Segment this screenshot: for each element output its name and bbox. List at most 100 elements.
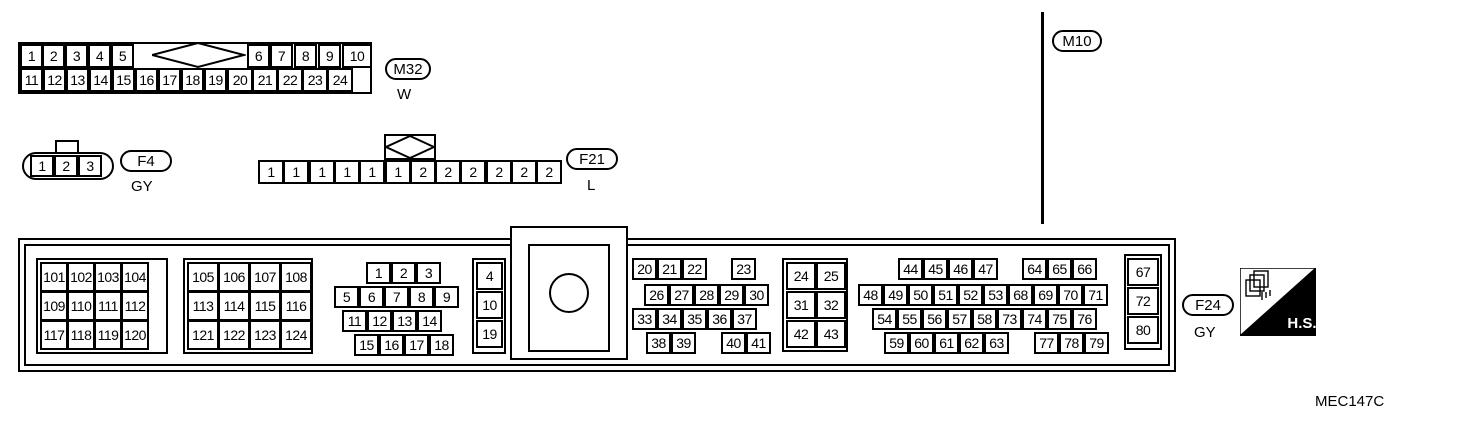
connector-pin: 4 [88, 44, 111, 68]
connector-pin: 124 [280, 320, 312, 350]
connector-pin: 30 [744, 284, 769, 306]
connector-pin: 1 [366, 262, 391, 284]
connector-pin: 26 [644, 284, 669, 306]
connector-pin: 123 [249, 320, 281, 350]
connector-pin: 113 [187, 291, 219, 321]
connector-pin: 64 [1022, 258, 1047, 280]
connector-pin: 5 [334, 286, 359, 308]
key-diamond [152, 43, 246, 69]
connector-pin: 23 [302, 68, 328, 92]
hs-badge: H.S. [1240, 268, 1316, 336]
connector-pin: 6 [359, 286, 384, 308]
connector-pin: 62 [959, 332, 984, 354]
connector-pin: 15 [354, 334, 379, 356]
connector-pin: 22 [277, 68, 303, 92]
connector-pin: 57 [947, 308, 972, 330]
connector-pin: 69 [1033, 284, 1058, 306]
connector-pin: 70 [1058, 284, 1083, 306]
connector-pin: 49 [883, 284, 908, 306]
connector-pin: 32 [816, 291, 846, 319]
connector-pin: 120 [121, 320, 149, 350]
connector-pin: 42 [786, 320, 816, 348]
connector-pin: 115 [249, 291, 281, 321]
connector-pin: 121 [187, 320, 219, 350]
connector-pin: 12 [43, 68, 66, 92]
connector-pin: 114 [218, 291, 250, 321]
connector-pin: 17 [404, 334, 429, 356]
connector-m32-label: M32 [385, 58, 431, 80]
connector-pin: 8 [409, 286, 434, 308]
harness-connector-icon [1245, 270, 1271, 300]
connector-pin: 9 [434, 286, 459, 308]
connector-pin: 23 [731, 258, 756, 280]
connector-pin: 14 [89, 68, 112, 92]
key-diamond [386, 136, 436, 160]
connector-pin: 11 [20, 68, 43, 92]
connector-pin: 5 [111, 44, 134, 68]
connector-pin: 20 [227, 68, 253, 92]
connector-pin: 1 [20, 44, 43, 68]
connector-pin: 13 [66, 68, 89, 92]
connector-pin: 74 [1022, 308, 1047, 330]
connector-pin: 56 [922, 308, 947, 330]
connector-pin: 33 [632, 308, 657, 330]
connector-pin: 51 [933, 284, 958, 306]
hs-badge-text: H.S. [1287, 315, 1316, 332]
connector-pin: 18 [181, 68, 204, 92]
connector-pin: 119 [94, 320, 122, 350]
connector-pin: 34 [657, 308, 682, 330]
connector-pin: 60 [909, 332, 934, 354]
connector-pin: 65 [1047, 258, 1072, 280]
connector-f4-label: F4 [120, 150, 172, 172]
connector-pin: 104 [121, 262, 149, 292]
connector-pin: 54 [872, 308, 897, 330]
connector-pin: 1 [385, 160, 411, 184]
connector-pin: 36 [707, 308, 732, 330]
connector-pin: 15 [112, 68, 135, 92]
connector-f4-latch [55, 140, 79, 154]
connector-pin: 3 [78, 155, 102, 177]
connector-pin: 80 [1127, 316, 1159, 344]
connector-pin: 7 [384, 286, 409, 308]
connector-pin: 24 [786, 262, 816, 290]
connector-pin: 13 [392, 310, 417, 332]
connector-pin: 21 [657, 258, 682, 280]
connector-pin: 122 [218, 320, 250, 350]
connector-pin: 19 [204, 68, 227, 92]
connector-pin: 16 [135, 68, 158, 92]
connector-pin: 108 [280, 262, 312, 292]
connector-pin: 111 [94, 291, 122, 321]
connector-pin: 22 [682, 258, 707, 280]
connector-pin: 2 [486, 160, 512, 184]
connector-pin: 2 [460, 160, 486, 184]
connector-pin: 25 [816, 262, 846, 290]
wire-line [1041, 12, 1044, 224]
connector-pin: 31 [786, 291, 816, 319]
connector-pin: 53 [983, 284, 1008, 306]
connector-pin: 2 [410, 160, 436, 184]
connector-pin: 117 [40, 320, 68, 350]
connector-pin: 28 [694, 284, 719, 306]
connector-pin: 76 [1072, 308, 1097, 330]
connector-pin: 20 [632, 258, 657, 280]
connector-pin: 1 [359, 160, 385, 184]
connector-m10-label: M10 [1052, 30, 1102, 52]
connector-pin: 14 [417, 310, 442, 332]
connector-pin: 105 [187, 262, 219, 292]
connector-pin: 55 [897, 308, 922, 330]
connector-f24-label: F24 [1182, 294, 1234, 316]
connector-pin: 46 [948, 258, 973, 280]
connector-pin: 72 [1127, 287, 1159, 315]
connector-pin: 112 [121, 291, 149, 321]
connector-pin: 2 [391, 262, 416, 284]
connector-pin: 73 [997, 308, 1022, 330]
connector-pin: 8 [294, 44, 317, 68]
connector-pin: 116 [280, 291, 312, 321]
connector-pin: 4 [476, 262, 503, 290]
connector-pin: 37 [732, 308, 757, 330]
connector-pin: 1 [309, 160, 335, 184]
connector-pin: 10 [476, 291, 503, 319]
connector-pin: 52 [958, 284, 983, 306]
connector-pin: 11 [342, 310, 367, 332]
